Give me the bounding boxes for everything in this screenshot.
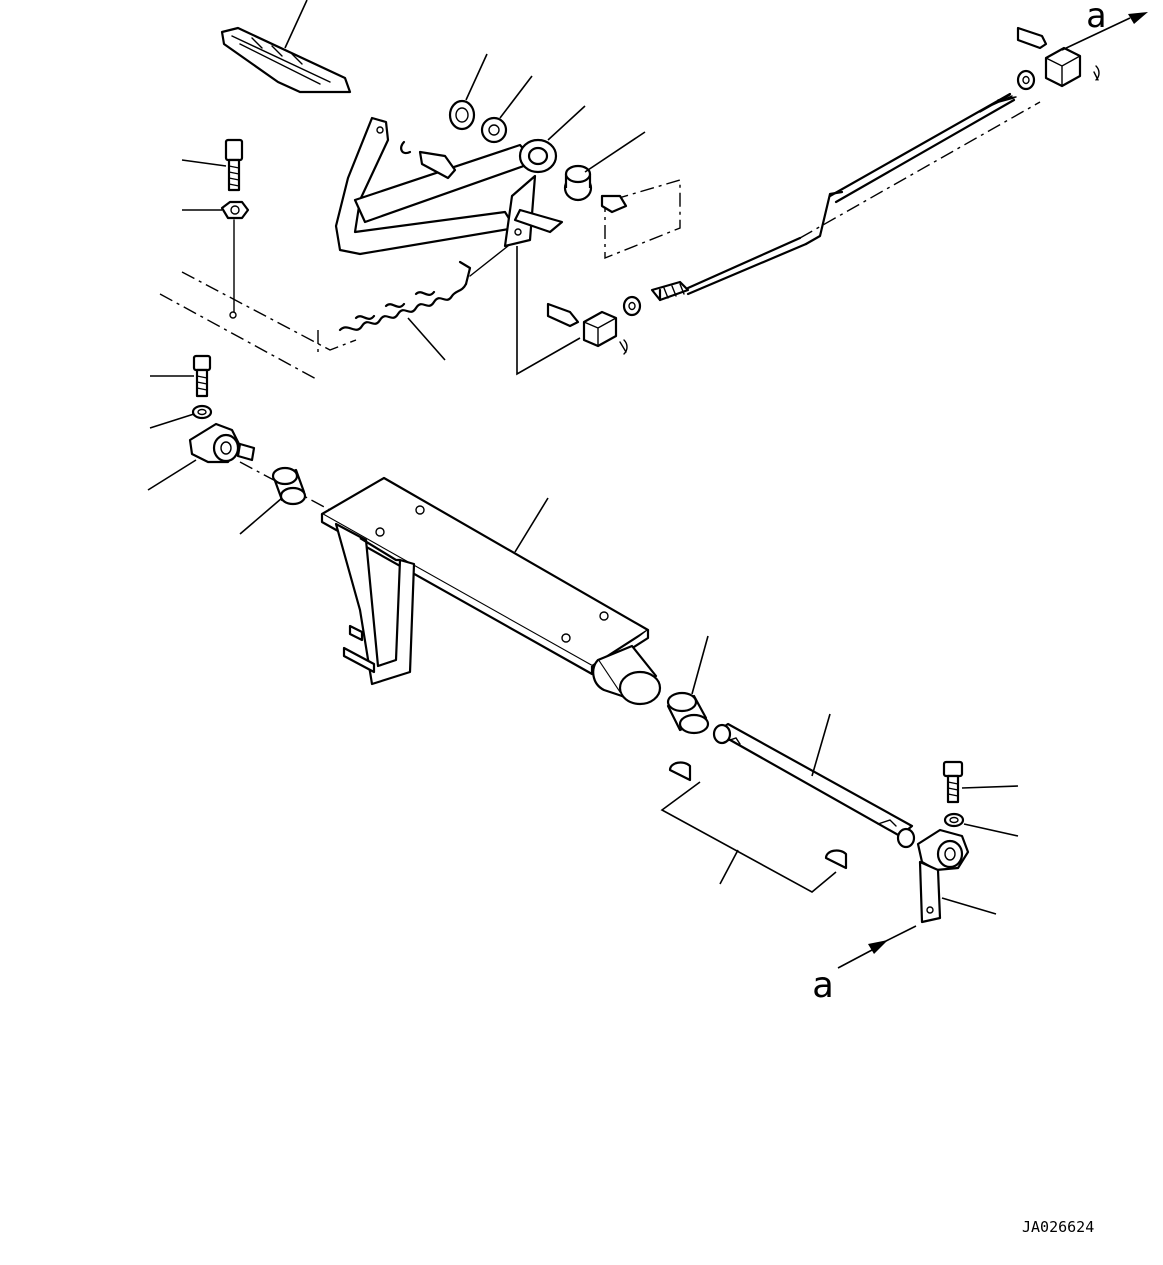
view-label-top: a bbox=[1086, 0, 1106, 36]
lever-leader-bracket bbox=[516, 246, 581, 376]
washer bbox=[480, 75, 533, 144]
bushing-left bbox=[239, 466, 307, 535]
pedal-bracket bbox=[320, 476, 662, 706]
rod-end-lower bbox=[546, 295, 642, 355]
woodruff-key-right bbox=[824, 849, 848, 870]
bolt-right bbox=[942, 760, 1019, 804]
accelerator-pedal-pad bbox=[220, 0, 352, 94]
rod-end-upper bbox=[1016, 12, 1148, 91]
pedal-arm bbox=[883, 828, 997, 943]
bolt-left bbox=[150, 354, 212, 398]
floor-bracket-outline bbox=[600, 179, 681, 260]
lever-arm bbox=[353, 105, 586, 248]
nut-top-left bbox=[182, 200, 250, 319]
shaft bbox=[712, 713, 916, 849]
bushing-right bbox=[666, 635, 710, 735]
lock-washer-left bbox=[149, 404, 213, 429]
bolt-top-left bbox=[181, 138, 244, 192]
view-label-bottom: a bbox=[812, 965, 834, 1006]
floor-plate-outline bbox=[159, 271, 357, 381]
key-leader-bracket bbox=[660, 781, 837, 893]
lever-pin bbox=[418, 150, 457, 180]
lock-washer-right bbox=[943, 812, 1019, 837]
clamp-left bbox=[147, 422, 331, 511]
bushing-upper bbox=[563, 131, 646, 202]
woodruff-key-left bbox=[668, 761, 692, 782]
return-spring bbox=[338, 245, 509, 361]
drawing-code: JA026624 bbox=[1022, 1218, 1094, 1236]
view-arrow-bottom bbox=[837, 940, 888, 969]
clip-pin bbox=[400, 140, 412, 155]
snap-ring bbox=[448, 53, 488, 131]
control-rod bbox=[650, 92, 1041, 302]
